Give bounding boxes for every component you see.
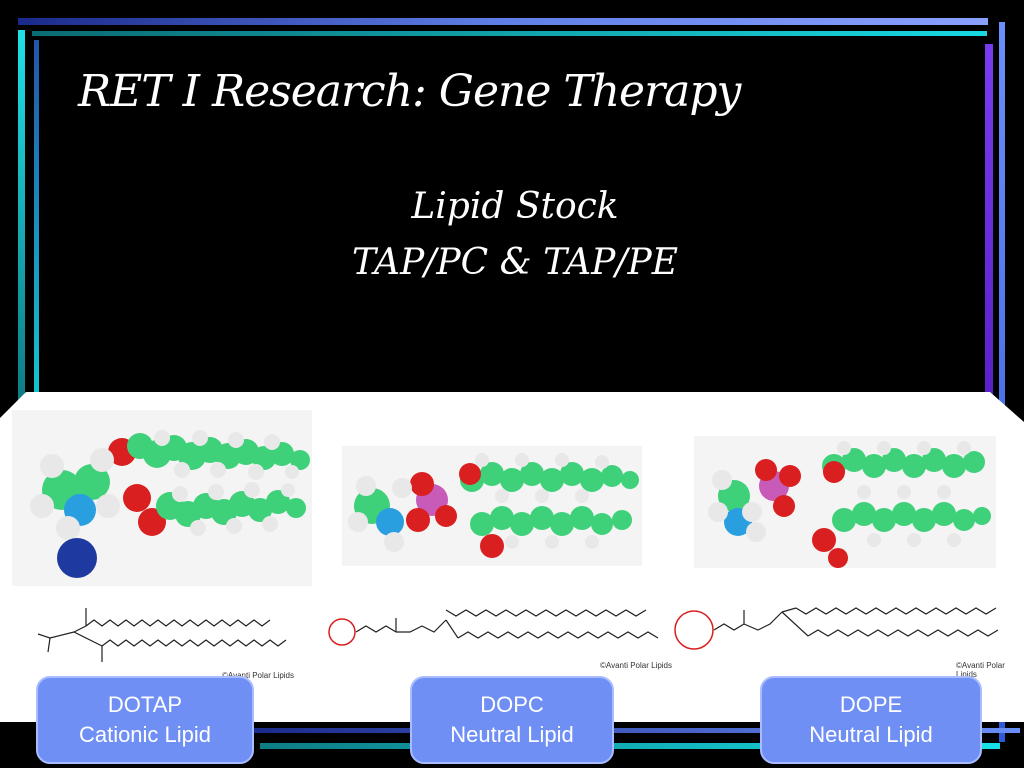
frame-bar-right-blue (999, 22, 1005, 742)
dope-structural-formula (674, 607, 999, 650)
dopc-type: Neutral Lipid (450, 722, 574, 747)
dope-model-image (694, 436, 996, 568)
dotap-tail-lower (123, 482, 306, 536)
dotap-model-image (12, 410, 312, 586)
slide-title: RET I Research: Gene Therapy (78, 66, 741, 117)
dope-tails (812, 441, 991, 568)
dopc-structural-formula (328, 609, 659, 646)
dopc-label: DOPC Neutral Lipid (410, 676, 614, 764)
dopc-tails (459, 453, 639, 558)
frame-bar-left-cyan (18, 30, 25, 400)
frame-bar-left-inner (34, 40, 39, 400)
frame-bar-top-cyan (32, 31, 987, 36)
frame-bar-bottom-cyan (260, 743, 1000, 749)
dope-molecule-svg (708, 441, 991, 568)
dopc-molecule-svg (348, 453, 639, 558)
dotap-headgroup (30, 448, 120, 540)
dopc-model-image (342, 446, 642, 566)
dotap-copyright: ©Avanti Polar Lipids (222, 671, 295, 680)
frame-bar-top-blue (18, 18, 988, 25)
dotap-name: DOTAP (107, 692, 183, 717)
dope-name: DOPE (839, 692, 903, 717)
dotap-structural-formula (37, 608, 287, 662)
dotap-molecule-svg (30, 430, 310, 578)
slide-subtitle-line2: TAP/PC & TAP/PE (352, 242, 678, 283)
dopc-headgroup (348, 472, 457, 552)
dotap-tail-upper (108, 430, 310, 480)
dope-headgroup (708, 459, 801, 542)
frame-bar-right-purple (985, 44, 993, 396)
dopc-name: DOPC (480, 692, 544, 717)
dope-copyright: ©Avanti Polar Lipids (956, 661, 1005, 679)
dopc-copyright: ©Avanti Polar Lipids (600, 661, 673, 670)
dope-type: Neutral Lipid (809, 722, 933, 747)
slide-subtitle-line1: Lipid Stock (411, 186, 619, 227)
dotap-label: DOTAP Cationic Lipid (36, 676, 254, 764)
chloride-ion (57, 538, 97, 578)
frame-bar-bottom-blue (250, 728, 1020, 733)
dope-label: DOPE Neutral Lipid (760, 676, 982, 764)
dotap-type: Cationic Lipid (78, 722, 212, 747)
